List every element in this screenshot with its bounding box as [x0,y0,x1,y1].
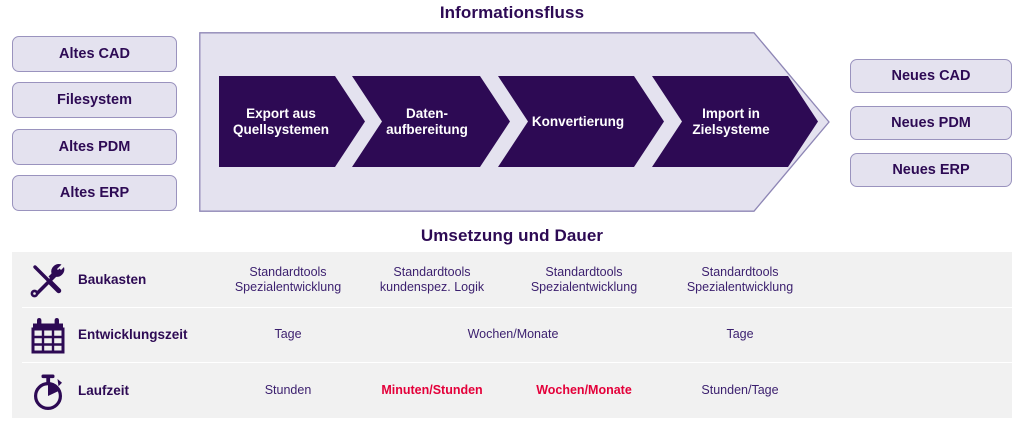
source-system-altes-erp[interactable]: Altes ERP [12,175,177,211]
flow-step-export[interactable]: Export aus Quellsystemen [219,76,365,167]
table-cell: Standardtools Spezialentwicklung [530,264,638,294]
table-cell: Standardtools Spezialentwicklung [686,264,794,294]
table-cell: Minuten/Stunden [381,383,483,397]
table-row: Baukasten Standardtools Spezialentwicklu… [12,252,1012,307]
table-cell: Stunden [264,383,312,397]
row-label-entwicklungszeit: Entwicklungszeit [78,327,188,342]
row-divider [22,307,1012,308]
flow-section-title: Informationsfluss [439,3,585,22]
target-system-neues-pdm[interactable]: Neues PDM [850,106,1012,140]
row-label-laufzeit: Laufzeit [78,383,130,398]
table-row: Laufzeit Stunden Minuten/Stunden Wochen/… [12,363,1012,418]
table-cell: Wochen/Monate [536,383,632,397]
source-system-filesystem[interactable]: Filesystem [12,82,177,118]
target-system-neues-cad[interactable]: Neues CAD [850,59,1012,93]
table-cell: Tage [726,327,754,341]
calendar-icon [26,313,70,357]
stopwatch-icon [26,369,70,413]
table-cell: Tage [274,327,302,341]
flow-step-datenaufbereitung[interactable]: Daten- aufbereitung [352,76,510,167]
umsetzung-dauer-table: Baukasten Standardtools Spezialentwicklu… [12,252,1012,418]
table-cell: Stunden/Tage [701,383,779,397]
source-system-altes-cad[interactable]: Altes CAD [12,36,177,72]
matrix-section-title: Umsetzung und Dauer [420,226,604,245]
table-cell: Standardtools kundenspez. Logik [379,264,485,294]
row-label-baukasten: Baukasten [78,272,147,287]
source-system-altes-pdm[interactable]: Altes PDM [12,129,177,165]
table-cell: Standardtools Spezialentwicklung [234,264,342,294]
table-cell: Wochen/Monate [467,327,559,341]
row-divider [22,362,1012,363]
target-system-neues-erp[interactable]: Neues ERP [850,153,1012,187]
flow-step-konvertierung[interactable]: Konvertierung [498,76,664,167]
flow-step-import[interactable]: Import in Zielsysteme [652,76,818,167]
tools-icon [26,258,70,302]
table-row: Entwicklungszeit Tage Wochen/Monate Tage [12,307,1012,362]
